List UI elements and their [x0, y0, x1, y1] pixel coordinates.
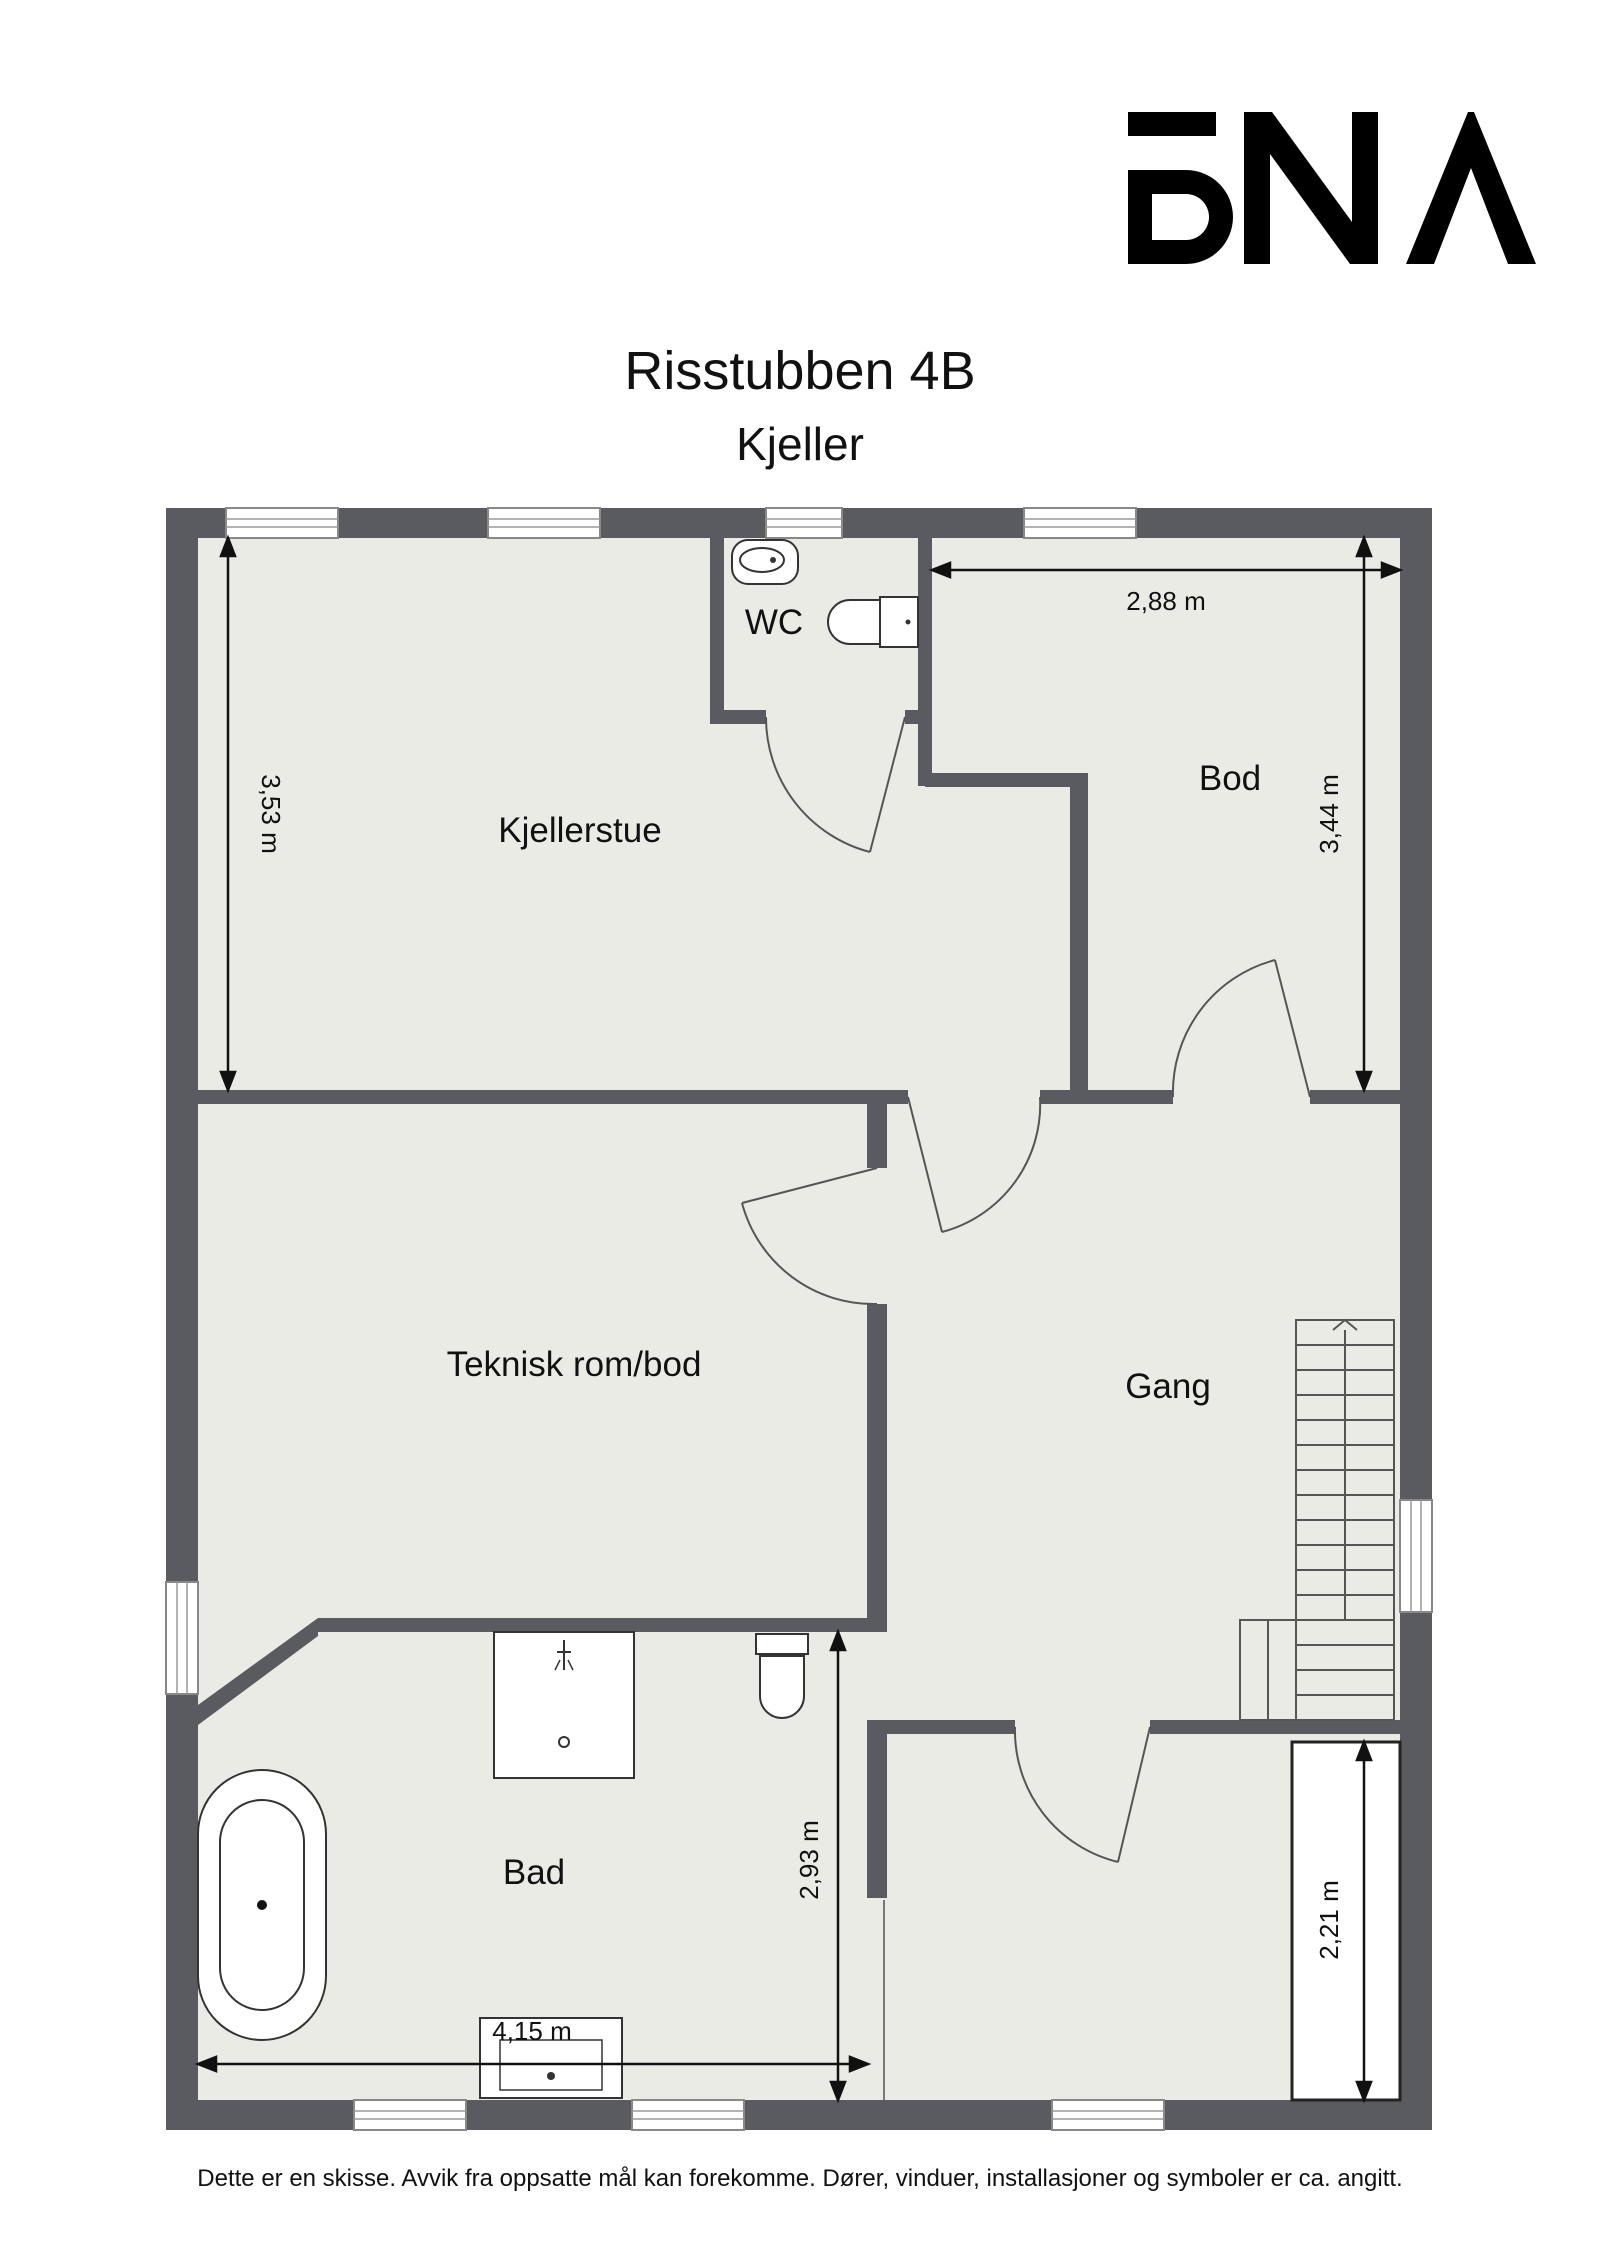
logo-b-top: [1128, 112, 1216, 136]
dimension-lines: [194, 534, 1404, 2104]
staircase: [1239, 1318, 1395, 1721]
dim-closet-height: 2,21 m: [1314, 1880, 1344, 1960]
logo-n: [1244, 112, 1378, 264]
room-kjellerstue: Kjellerstue: [498, 811, 661, 850]
room-bod: Bod: [1199, 759, 1261, 798]
floor: [198, 538, 1400, 2100]
page-title: Risstubben 4B: [624, 341, 976, 401]
dim-bad-width: 4,15 m: [492, 2016, 572, 2046]
logo-b-bowl: [1128, 170, 1233, 264]
doors: [741, 716, 1311, 1863]
floor-name: Kjeller: [736, 418, 864, 470]
room-bad: Bad: [503, 1853, 565, 1892]
windows: [165, 507, 1433, 2131]
room-gang: Gang: [1125, 1367, 1211, 1406]
fixtures: [197, 539, 919, 2099]
bath-toilet-icon: [755, 1633, 809, 1655]
logo-a: [1406, 112, 1536, 264]
bath-sink-icon: [479, 2017, 623, 2099]
room-wc: WC: [745, 603, 803, 642]
room-teknisk: Teknisk rom/bod: [447, 1345, 702, 1384]
disclaimer: Dette er en skisse. Avvik fra oppsatte m…: [197, 2165, 1403, 2192]
toilet-icon: [879, 596, 919, 648]
bna-logo: [1128, 112, 1536, 264]
dim-kjellerstue-height: 3,53 m: [256, 774, 286, 854]
closet: [1290, 1740, 1402, 2102]
dim-bod-height: 3,44 m: [1314, 774, 1344, 854]
sink-icon: [731, 539, 799, 585]
interior-walls: [198, 538, 1400, 1898]
dim-bad-height: 2,93 m: [794, 1820, 824, 1900]
dim-bod-width: 2,88 m: [1126, 586, 1206, 616]
